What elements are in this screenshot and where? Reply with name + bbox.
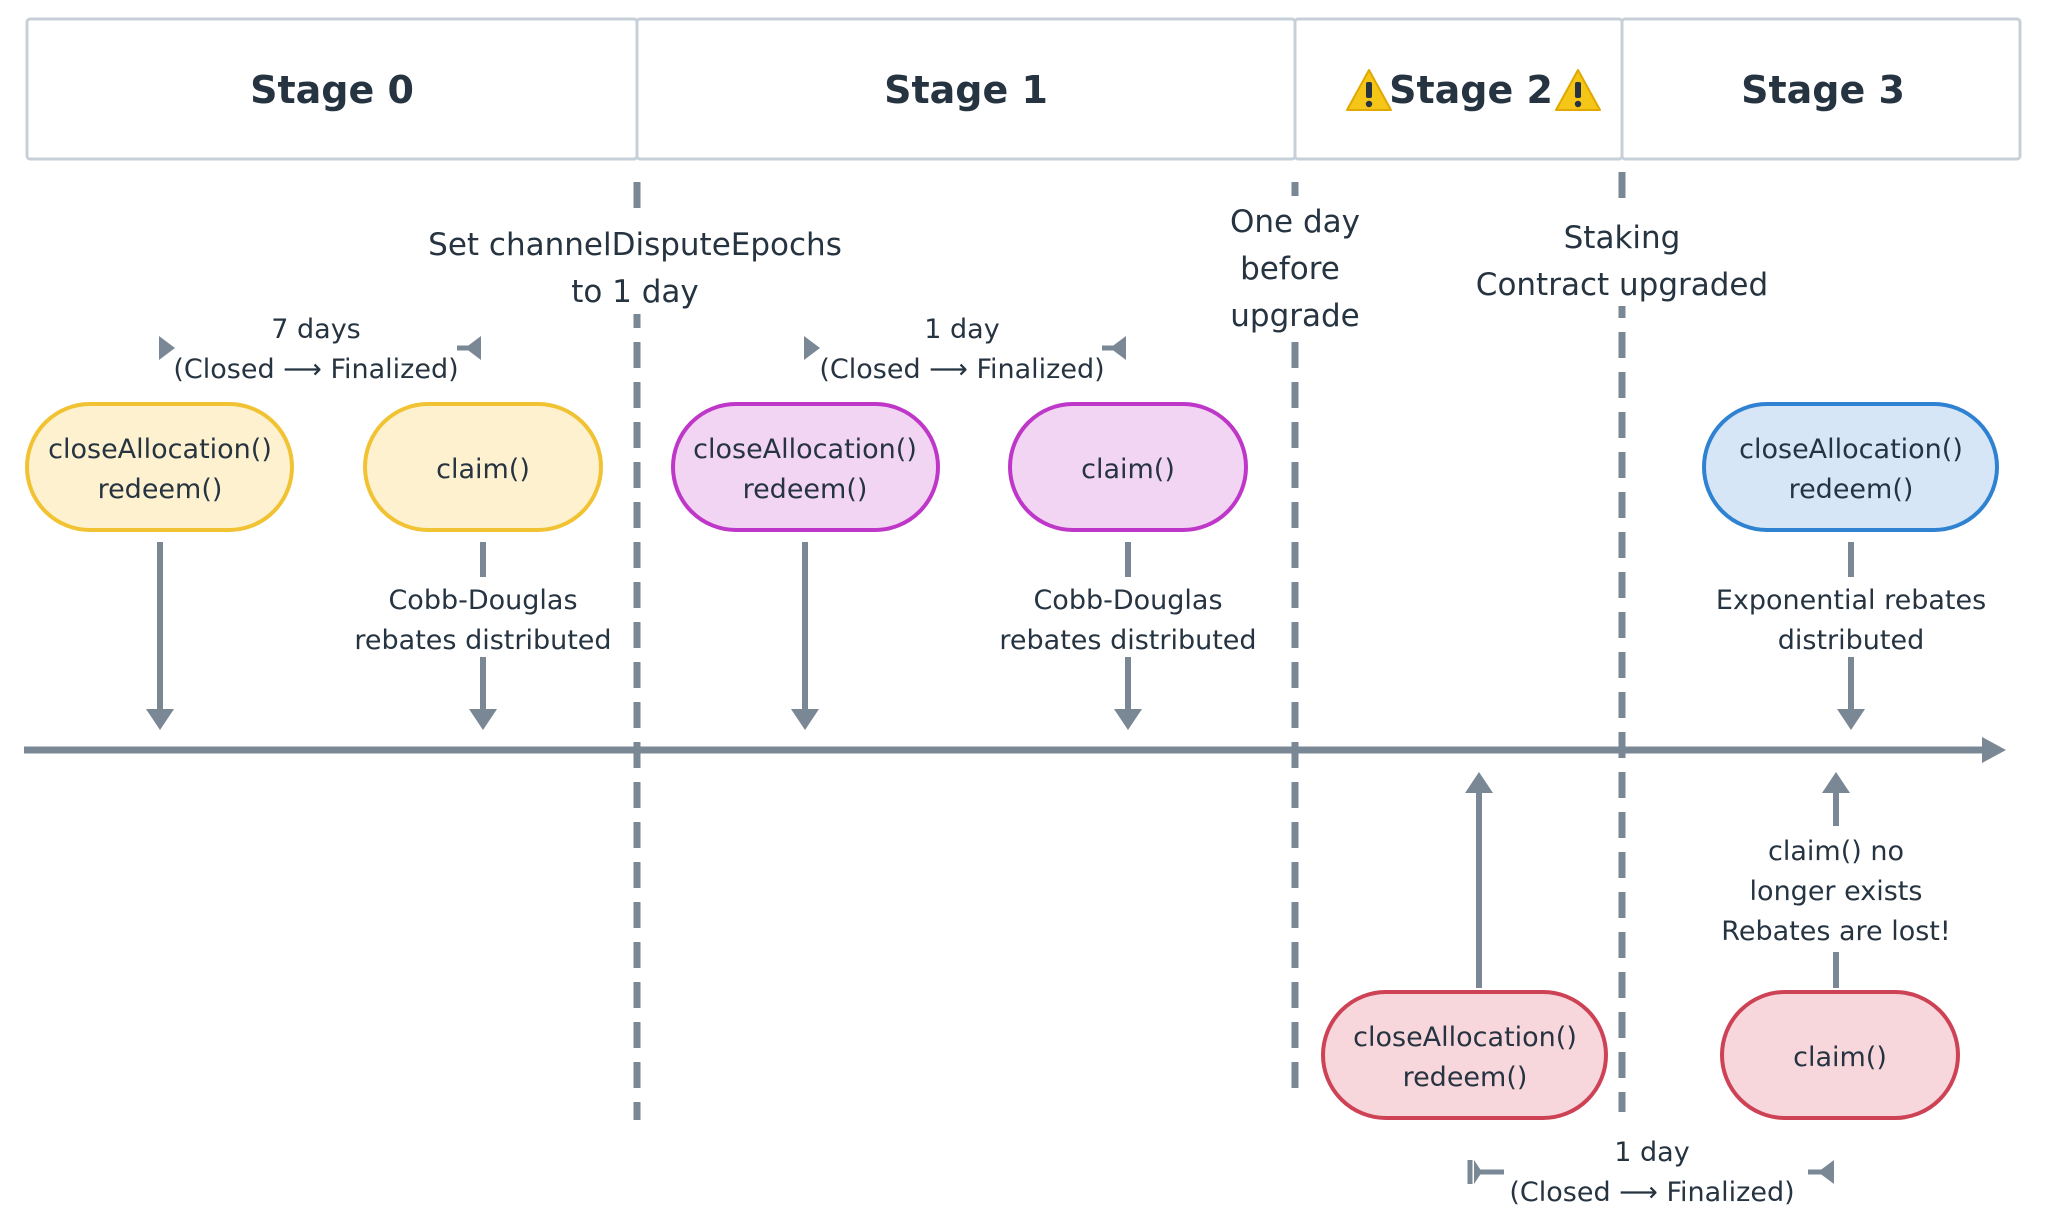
arrow-down-icon [1837,709,1865,730]
node-label: claim() [1081,454,1175,485]
period-1-transition: (Closed ⟶ Finalized) [819,354,1104,385]
nodes: closeAllocation() redeem() claim() close… [25,402,1999,1120]
note-cobb-douglas-0-line1: Cobb-Douglas [388,585,577,616]
warning-icon [1346,69,1392,111]
note-exponential-line2: distributed [1778,625,1924,656]
period-0-transition: (Closed ⟶ Finalized) [173,354,458,385]
node-close-allocation-stage1: closeAllocation() redeem() [671,402,940,532]
node-label: closeAllocation() [693,434,917,465]
milestone-set-dispute-line2: to 1 day [571,274,699,310]
arrow-up-icon [1465,772,1493,793]
node-claim-stage0: claim() [363,402,603,532]
node-label: claim() [436,454,530,485]
period-2-duration: 1 day [1614,1137,1689,1168]
note-lost-line2: longer exists [1750,876,1923,907]
node-label: redeem() [98,474,223,505]
node-label: redeem() [1789,474,1914,505]
note-cobb-douglas-1-line1: Cobb-Douglas [1033,585,1222,616]
milestone-set-dispute-line1: Set channelDisputeEpochs [428,227,842,263]
note-lost-line1: claim() no [1768,836,1904,867]
period-start-marker [804,336,820,360]
milestone-one-day-line1: One day [1230,204,1360,240]
node-label: redeem() [743,474,868,505]
milestone-labels: Set channelDisputeEpochs to 1 day One da… [425,196,1770,336]
note-cobb-douglas-0-line2: rebates distributed [354,625,611,656]
node-close-allocation-stage0: closeAllocation() redeem() [25,402,294,532]
node-label: claim() [1793,1042,1887,1073]
stage-3-box [1620,17,2022,161]
connectors [157,542,1854,988]
timeline-axis [24,737,2006,763]
node-label: closeAllocation() [1353,1022,1577,1053]
timeline-arrowhead [1982,737,2006,763]
arrow-down-icon [791,709,819,730]
arrowheads [146,709,1865,793]
note-cobb-douglas-1-line2: rebates distributed [999,625,1256,656]
stage-2-title: Stage 2 [1389,68,1553,112]
milestone-one-day-line2: before [1240,251,1340,287]
period-2-transition: (Closed ⟶ Finalized) [1509,1177,1794,1208]
stage-0-title: Stage 0 [250,68,414,112]
node-close-allocation-stage2: closeAllocation() redeem() [1321,990,1608,1120]
period-start-marker [1474,1160,1482,1184]
note-lost-line3: Rebates are lost! [1721,916,1950,947]
arrow-down-icon [146,709,174,730]
warning-icon [1555,69,1601,111]
milestone-lines [633,172,1626,1120]
node-label: closeAllocation() [48,434,272,465]
node-close-allocation-stage3: closeAllocation() redeem() [1702,402,1999,532]
period-brackets: 7 days (Closed ⟶ Finalized) 1 day (Close… [159,314,1834,1208]
milestone-upgraded-line2: Contract upgraded [1476,267,1768,303]
notes: Cobb-Douglas rebates distributed Cobb-Do… [354,585,1986,947]
arrow-down-icon [469,709,497,730]
stage-headers: Stage 0 Stage 1 Stage 2 Stage 3 [25,17,2022,161]
note-exponential-line1: Exponential rebates [1716,585,1986,616]
arrow-up-icon [1822,772,1850,793]
period-start-marker [159,336,175,360]
node-claim-stage1: claim() [1008,402,1248,532]
node-label: closeAllocation() [1739,434,1963,465]
node-label: redeem() [1403,1062,1528,1093]
stage-3-title: Stage 3 [1741,68,1905,112]
milestone-one-day-line3: upgrade [1230,298,1360,334]
milestone-upgraded-line1: Staking [1564,220,1681,256]
arrow-down-icon [1114,709,1142,730]
period-1-duration: 1 day [924,314,999,345]
period-0-duration: 7 days [271,314,361,345]
period-end-marker [1818,1160,1834,1184]
node-claim-stage3-red: claim() [1720,990,1960,1120]
stage-1-title: Stage 1 [884,68,1048,112]
